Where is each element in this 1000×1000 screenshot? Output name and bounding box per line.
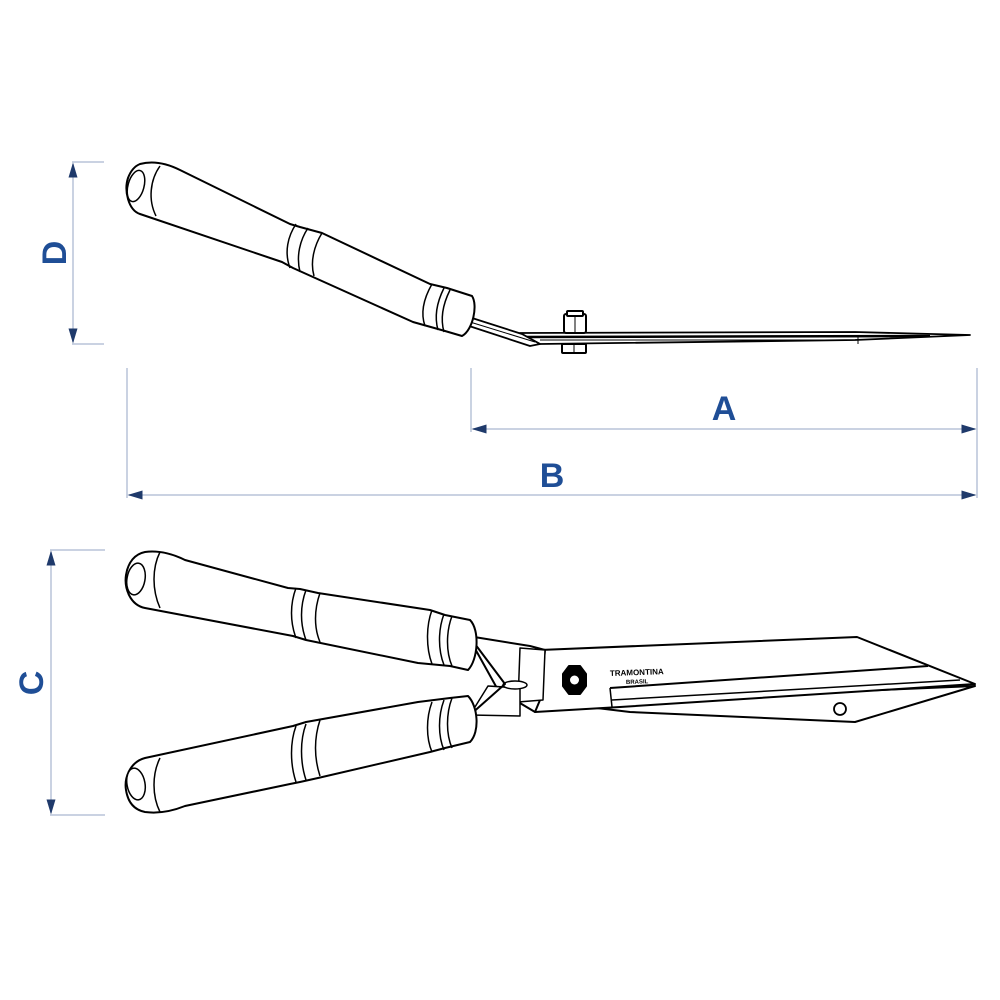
dimension-d: D (36, 161, 104, 345)
pivot-nut-icon (562, 665, 587, 695)
bolt-icon (561, 310, 587, 354)
blade-brand-text: TRAMONTINA (610, 667, 664, 678)
dimension-a: A (470, 368, 978, 498)
blade-origin-text: BRASIL (626, 679, 649, 686)
dimension-label-b: B (540, 457, 565, 495)
upper-blade (534, 636, 976, 713)
dimension-c: C (13, 549, 105, 816)
side-view-handle (125, 161, 476, 337)
dimension-label-d: D (36, 241, 74, 266)
side-view-blade (519, 331, 971, 345)
dimension-b: B (126, 368, 977, 500)
side-view-shears (125, 161, 971, 354)
dimension-label-a: A (712, 390, 737, 428)
upper-handle (124, 550, 478, 671)
rivet-hole-icon (833, 702, 847, 716)
dimension-label-c: C (13, 671, 51, 696)
top-view-shears: TRAMONTINA BRASIL (124, 550, 976, 814)
lower-handle (124, 695, 478, 814)
